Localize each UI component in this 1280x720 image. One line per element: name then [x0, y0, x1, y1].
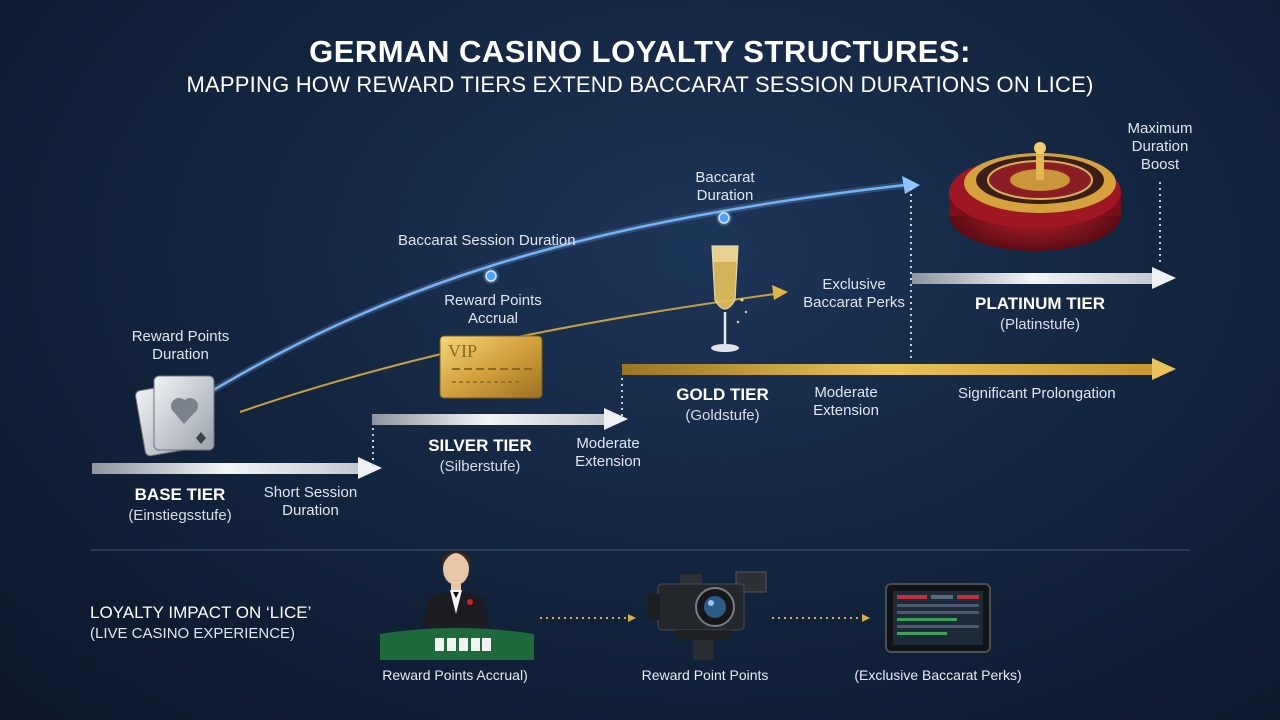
- tier-subtitle: (Goldstufe): [685, 407, 760, 424]
- impact-subtitle: (LIVE CASINO EXPERIENCE): [90, 625, 296, 642]
- curve-point-gold: [718, 212, 730, 224]
- tier-subtitle: (Platinstufe): [999, 316, 1081, 333]
- session-duration-curve: [199, 183, 906, 400]
- roulette-wheel-icon: [949, 142, 1121, 251]
- tier-gold: GOLD TIER (Goldstufe): [640, 384, 805, 426]
- page-subtitle: MAPPING HOW REWARD TIERS EXTEND BACCARAT…: [186, 72, 1094, 97]
- base-tier-arrow-head: [358, 457, 382, 479]
- tier-base-effect: Short Session Duration: [263, 484, 358, 519]
- vip-card-icon: [439, 335, 543, 399]
- page-title: GERMAN CASINO LOYALTY STRUCTURES:: [309, 34, 971, 69]
- tier-base: BASE TIER (Einstiegsstufe): [100, 484, 260, 526]
- tier-subtitle: (Einstiegsstufe): [128, 507, 232, 524]
- session-duration-curve-glow: [198, 181, 906, 402]
- tier-silver: SILVER TIER (Silberstufe): [400, 435, 560, 477]
- tier-name: SILVER TIER: [428, 436, 532, 455]
- camera-icon: [648, 571, 767, 660]
- impact-step-caption-tablet: (Exclusive Baccarat Perks): [854, 667, 1022, 683]
- tier-gold-effect: Moderate Extension: [813, 384, 879, 419]
- maximum-duration-boost-label: Maximum Duration Boost: [1127, 120, 1193, 173]
- vip-card-label: VIP: [448, 341, 478, 361]
- curve-point-silver: [485, 270, 497, 282]
- significant-prolongation-label: Significant Prolongation: [958, 385, 1116, 402]
- exclusive-baccarat-perks-label: Exclusive Baccarat Perks: [803, 276, 905, 311]
- tier-subtitle: (Silberstufe): [439, 458, 521, 475]
- tier-name: GOLD TIER: [676, 385, 769, 404]
- tier-silver-effect: Moderate Extension: [575, 435, 641, 470]
- dealer-table-icon: [380, 551, 534, 660]
- tablet-icon: [885, 583, 991, 653]
- playing-cards-icon: [135, 375, 215, 457]
- reward-points-duration-label: Reward Points Duration: [131, 328, 230, 363]
- gold-tier-arrow-head: [1152, 358, 1176, 380]
- silver-tier-arrow-head: [604, 408, 628, 430]
- tier-name: PLATINUM TIER: [974, 294, 1105, 313]
- impact-step-caption-dealer: Reward Points Accrual): [382, 667, 528, 683]
- impact-heading: LOYALTY IMPACT ON ‘LICE’ (LIVE CASINO EX…: [90, 602, 390, 644]
- curve-arrowhead: [902, 176, 920, 194]
- impact-step-caption-camera: Reward Point Points: [641, 667, 769, 683]
- reward-points-accrual-label: Reward Points Accrual: [444, 292, 542, 327]
- baccarat-duration-label: Baccarat Duration: [695, 169, 755, 204]
- impact-title: LOYALTY IMPACT ON ‘LICE’: [90, 603, 312, 622]
- tier-name: BASE TIER: [134, 485, 226, 504]
- champagne-glass-icon: [711, 245, 748, 352]
- reward-curve-arrowhead: [772, 285, 788, 300]
- platinum-tier-arrow-head: [1152, 267, 1176, 289]
- baccarat-session-duration-label: Baccarat Session Duration: [398, 232, 576, 249]
- tier-platinum: PLATINUM TIER (Platinstufe): [950, 293, 1130, 335]
